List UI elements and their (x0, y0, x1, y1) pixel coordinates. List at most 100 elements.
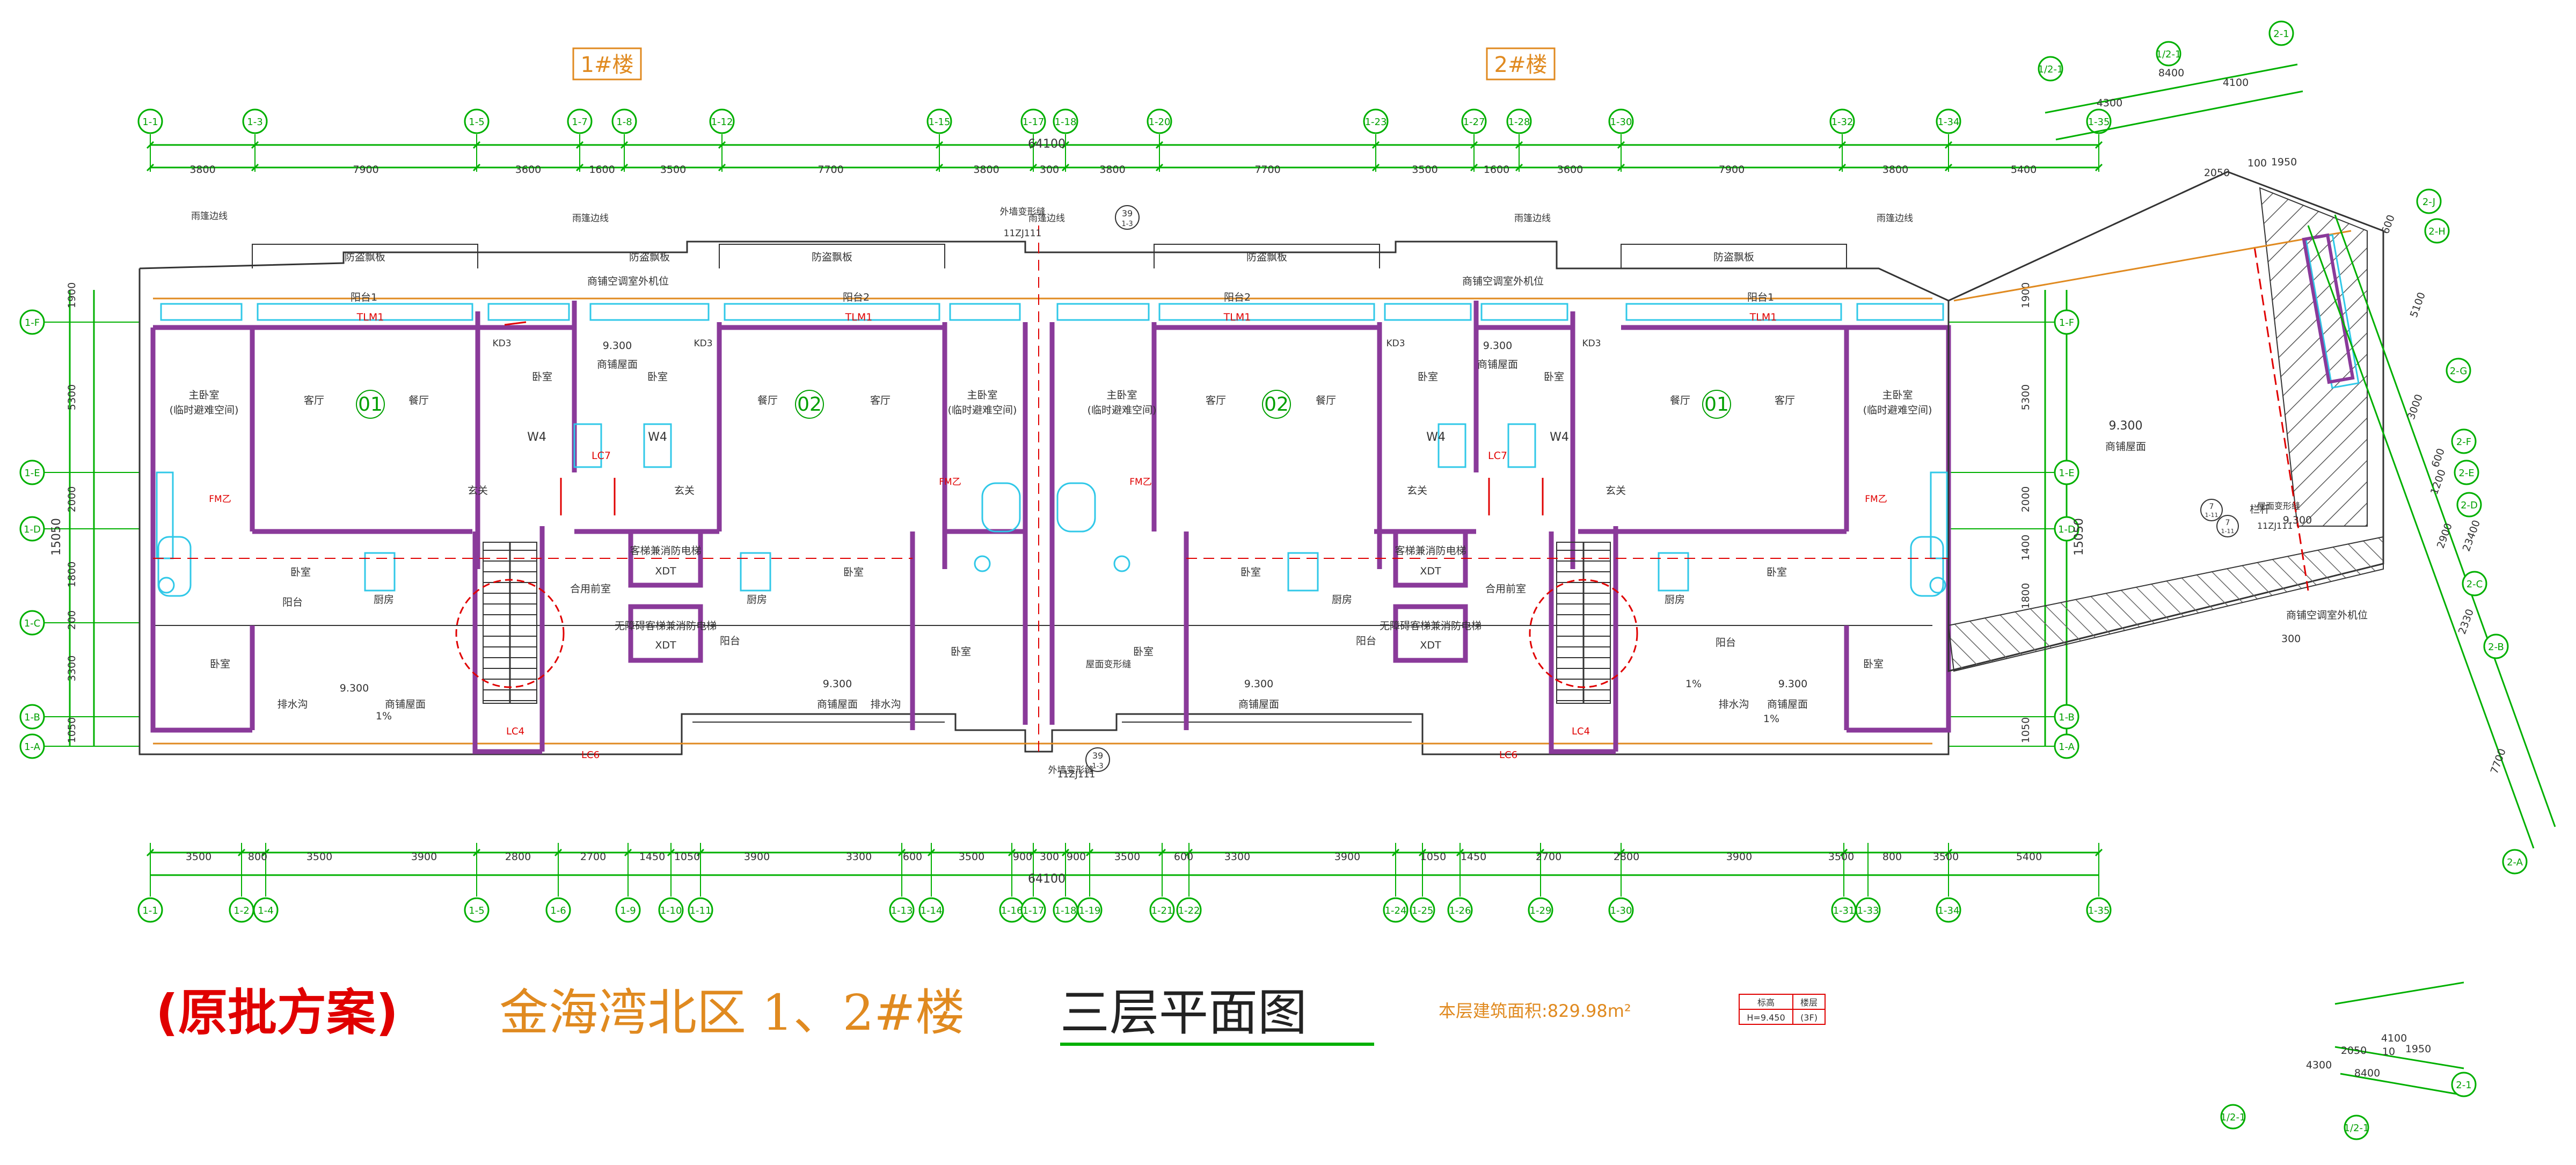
top-dim-11: 1600 (1484, 164, 1509, 176)
svg-text:1-32: 1-32 (1831, 116, 1853, 128)
table-v2: (3F) (1800, 1013, 1818, 1023)
slope-3: 1% (1685, 678, 1702, 690)
svg-text:1-18: 1-18 (1055, 116, 1077, 128)
wing-axis-7: 2-E (2454, 460, 2479, 485)
wing-detail-2-top: 7 (2209, 503, 2214, 511)
canopy-label-5: 防盗飘板 (345, 251, 385, 263)
svg-text:2-A: 2-A (2507, 857, 2523, 868)
wing-dim-3: 2050 (2204, 167, 2230, 179)
fm-c: FM乙 (1129, 477, 1151, 487)
unit-01-a: 01 (358, 394, 383, 416)
right-dim-2: 2000 (2020, 486, 2032, 512)
table-h2: 楼层 (1800, 997, 1818, 1008)
bottom-dim-7: 1050 (674, 851, 700, 863)
left-axis-bubbles: 1-F1-E1-D1-C1-B1-A (19, 309, 140, 759)
shaft-3: XDT (655, 639, 676, 651)
door-lines (153, 225, 1949, 752)
wing-level: 9.300 (2109, 419, 2143, 433)
bed-l: 卧室 (1863, 658, 1884, 670)
bottom-dim-4: 2800 (505, 851, 531, 863)
shaft-4: XDT (1420, 639, 1441, 651)
bottom-dim-20: 1450 (1461, 851, 1486, 863)
top-axis-1-15: 1-15 (926, 108, 952, 134)
bottom-axis-1-34-23: 1-34 (1936, 897, 1961, 923)
table-v1: H=9.450 (1747, 1013, 1785, 1023)
wing-axis-10: 2-B (2483, 634, 2509, 659)
bed-b: 卧室 (647, 371, 668, 383)
canopy-label-3: 防盗飘板 (1246, 251, 1287, 263)
top-axis-1-28: 1-28 (1506, 108, 1532, 134)
svg-text:2-G: 2-G (2450, 366, 2468, 377)
wing-axis-2: 1/2-1 (2038, 56, 2063, 82)
bottom-axis-1-13-8: 1-13 (889, 897, 915, 923)
left-dim-5: 3300 (66, 656, 78, 681)
top-axis-1-7: 1-7 (567, 108, 593, 134)
master-note-2: (临时避难空间) (948, 404, 1017, 416)
bottom-dim-15: 3500 (1114, 851, 1140, 863)
living-3: 客厅 (1206, 395, 1226, 406)
svg-text:2-D: 2-D (2461, 500, 2478, 511)
svg-text:1-18: 1-18 (1055, 905, 1077, 916)
level-1: 9.300 (603, 340, 632, 352)
building-outline (138, 241, 1950, 755)
right-wing: 9.300 商铺屋面 栏杆 9.300 商铺空调室外机位 7 1-11 屋面变形… (1947, 20, 2556, 1140)
top-axis-1-30: 1-30 (1608, 108, 1634, 134)
svg-text:1/2-1: 1/2-1 (2344, 1123, 2369, 1134)
balcony1-b: 阳台1 (1747, 292, 1774, 303)
svg-text:1-22: 1-22 (1178, 905, 1200, 916)
svg-text:1-25: 1-25 (1412, 905, 1434, 916)
bottom-dim-18: 3900 (1334, 851, 1360, 863)
right-axis-1-D: 1-D (2054, 516, 2079, 542)
canopy-label-1: 防盗飘板 (629, 251, 670, 263)
wing-bottom-dim-1: 10 (2382, 1046, 2395, 1058)
balcony2-b: 阳台2 (1224, 292, 1251, 303)
bottom-axis-1-17-11: 1-17 (1020, 897, 1046, 923)
balcony-1: 阳台 (282, 596, 303, 608)
master-bed-4: 主卧室 (1882, 389, 1913, 401)
wing-bottom-dim-2: 1950 (2405, 1043, 2431, 1055)
entrance-4: 玄关 (1606, 485, 1626, 497)
tlm1-a: TLM1 (356, 311, 384, 323)
wing-detail-2-bottom: 1-11 (2205, 512, 2219, 519)
shaft-1: XDT (655, 565, 676, 577)
ac-label-2: 商铺空调室外机位 (1462, 275, 1544, 287)
w4-b: W4 (648, 431, 667, 444)
bed-d: 卧室 (1544, 371, 1564, 383)
bottom-dim-9: 3300 (846, 851, 872, 863)
bottom-dim-11: 3500 (959, 851, 984, 863)
top-dim-1: 7900 (353, 164, 378, 176)
living-2: 客厅 (870, 395, 891, 406)
bed-h: 卧室 (1767, 566, 1787, 578)
detail-1-top: 39 (1122, 208, 1133, 219)
master-bed-2: 主卧室 (967, 389, 997, 401)
wing-dim-4: 100 (2247, 157, 2267, 169)
right-axis-1-F: 1-F (2054, 309, 2079, 335)
top-dim-9: 7700 (1254, 164, 1280, 176)
svg-text:1-30: 1-30 (1610, 905, 1632, 916)
stairwells (455, 542, 1638, 704)
slope-2: 1% (1763, 713, 1779, 725)
svg-text:1-F: 1-F (25, 317, 40, 329)
dining-3: 餐厅 (1316, 395, 1336, 406)
svg-text:1-1: 1-1 (142, 905, 158, 916)
top-axis-1-34: 1-34 (1936, 108, 1961, 134)
top-dim-0: 3800 (189, 164, 215, 176)
wing-dim-13: 2330 (2456, 607, 2476, 636)
ext-note-bottom: 外墙变形缝 (1048, 765, 1094, 776)
svg-text:1-33: 1-33 (1857, 905, 1879, 916)
slope-1: 1% (376, 710, 392, 722)
top-axis-1-3: 1-3 (242, 108, 268, 134)
table-h1: 标高 (1757, 997, 1775, 1008)
master-bed-3: 主卧室 (1106, 389, 1137, 401)
level-table: 标高 楼层 H=9.450 (3F) (1739, 994, 1826, 1025)
bottom-dim-8: 3900 (744, 851, 770, 863)
tlm1-c: TLM1 (1223, 311, 1251, 323)
svg-text:1-7: 1-7 (572, 116, 587, 128)
lobby-1: 合用前室 (570, 583, 611, 595)
svg-text:2-1: 2-1 (2273, 28, 2289, 40)
bottom-axis-1-18-12: 1-18 (1053, 897, 1078, 923)
wing-axis-3: 2-J (2416, 188, 2442, 214)
wing-dim-8: 3000 (2405, 392, 2425, 421)
